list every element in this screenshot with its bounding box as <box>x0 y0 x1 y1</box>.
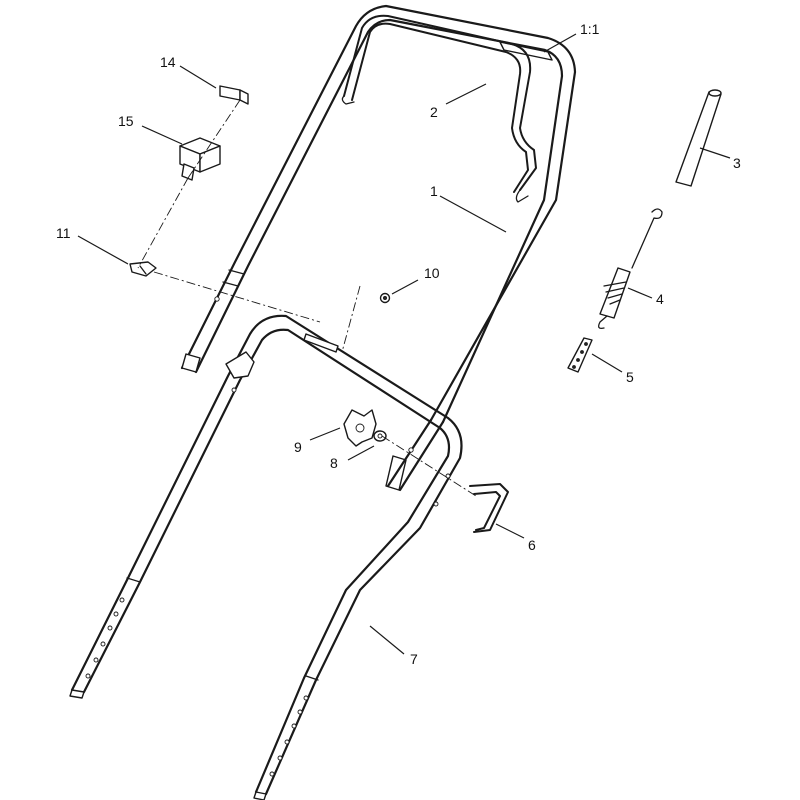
star-knob <box>343 409 377 447</box>
callout-4: 4 <box>656 291 664 307</box>
cap <box>219 85 249 105</box>
callout-1: 1 <box>430 183 438 199</box>
callout-15: 15 <box>118 113 134 129</box>
nut <box>379 292 391 304</box>
callout-labels: 1:1 2 1 3 4 5 6 7 8 9 10 11 14 15 <box>56 21 741 667</box>
extension-spring <box>598 208 663 330</box>
u-rod <box>469 483 509 533</box>
control-bail <box>341 14 537 203</box>
callout-1-1: 1:1 <box>580 21 600 37</box>
callout-7: 7 <box>410 651 418 667</box>
leader-lines <box>77 33 731 655</box>
callout-9: 9 <box>294 439 302 455</box>
callout-8: 8 <box>330 455 338 471</box>
washer <box>373 430 387 442</box>
lower-handle <box>69 314 463 800</box>
block <box>179 137 221 181</box>
assembly-centerlines <box>137 99 477 497</box>
callout-2: 2 <box>430 104 438 120</box>
upper-handle <box>180 4 577 492</box>
cable-clip <box>129 261 157 277</box>
callout-10: 10 <box>424 265 440 281</box>
grip-tube <box>675 89 722 187</box>
callout-3: 3 <box>733 155 741 171</box>
callout-14: 14 <box>160 54 176 70</box>
callout-5: 5 <box>626 369 634 385</box>
link-strap <box>567 337 593 373</box>
callout-11: 11 <box>56 225 71 241</box>
callout-6: 6 <box>528 537 536 553</box>
